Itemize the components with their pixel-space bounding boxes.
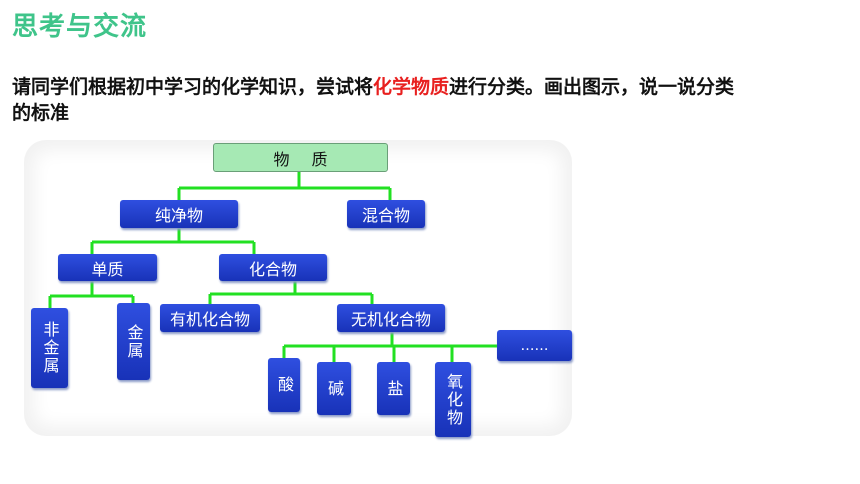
node-metal: 金属 [117,303,150,380]
node-salt: 盐 [377,362,410,415]
question-highlight: 化学物质 [373,76,450,98]
node-nonmetal: 非金属 [31,308,68,388]
node-organic-compound: 有机化合物 [160,304,260,332]
node-mixture: 混合物 [347,200,425,228]
node-pure-substance: 纯净物 [120,200,238,228]
question-part1: 请同学们根据初中学习的化学知识，尝试将 [12,76,374,98]
node-more: …… [497,330,572,361]
node-oxide: 氧化物 [435,362,471,437]
node-inorganic-compound: 无机化合物 [337,304,445,332]
node-substance: 物质 [213,143,388,172]
node-compound: 化合物 [219,254,327,281]
node-base: 碱 [317,362,351,415]
page-title: 思考与交流 [12,12,148,42]
question-part2: 进行分类。画出图示，说一说分类的标准 [12,76,735,124]
question-text: 请同学们根据初中学习的化学知识，尝试将化学物质进行分类。画出图示，说一说分类的标… [12,74,752,126]
node-acid: 酸 [268,358,300,412]
node-element: 单质 [58,254,157,281]
